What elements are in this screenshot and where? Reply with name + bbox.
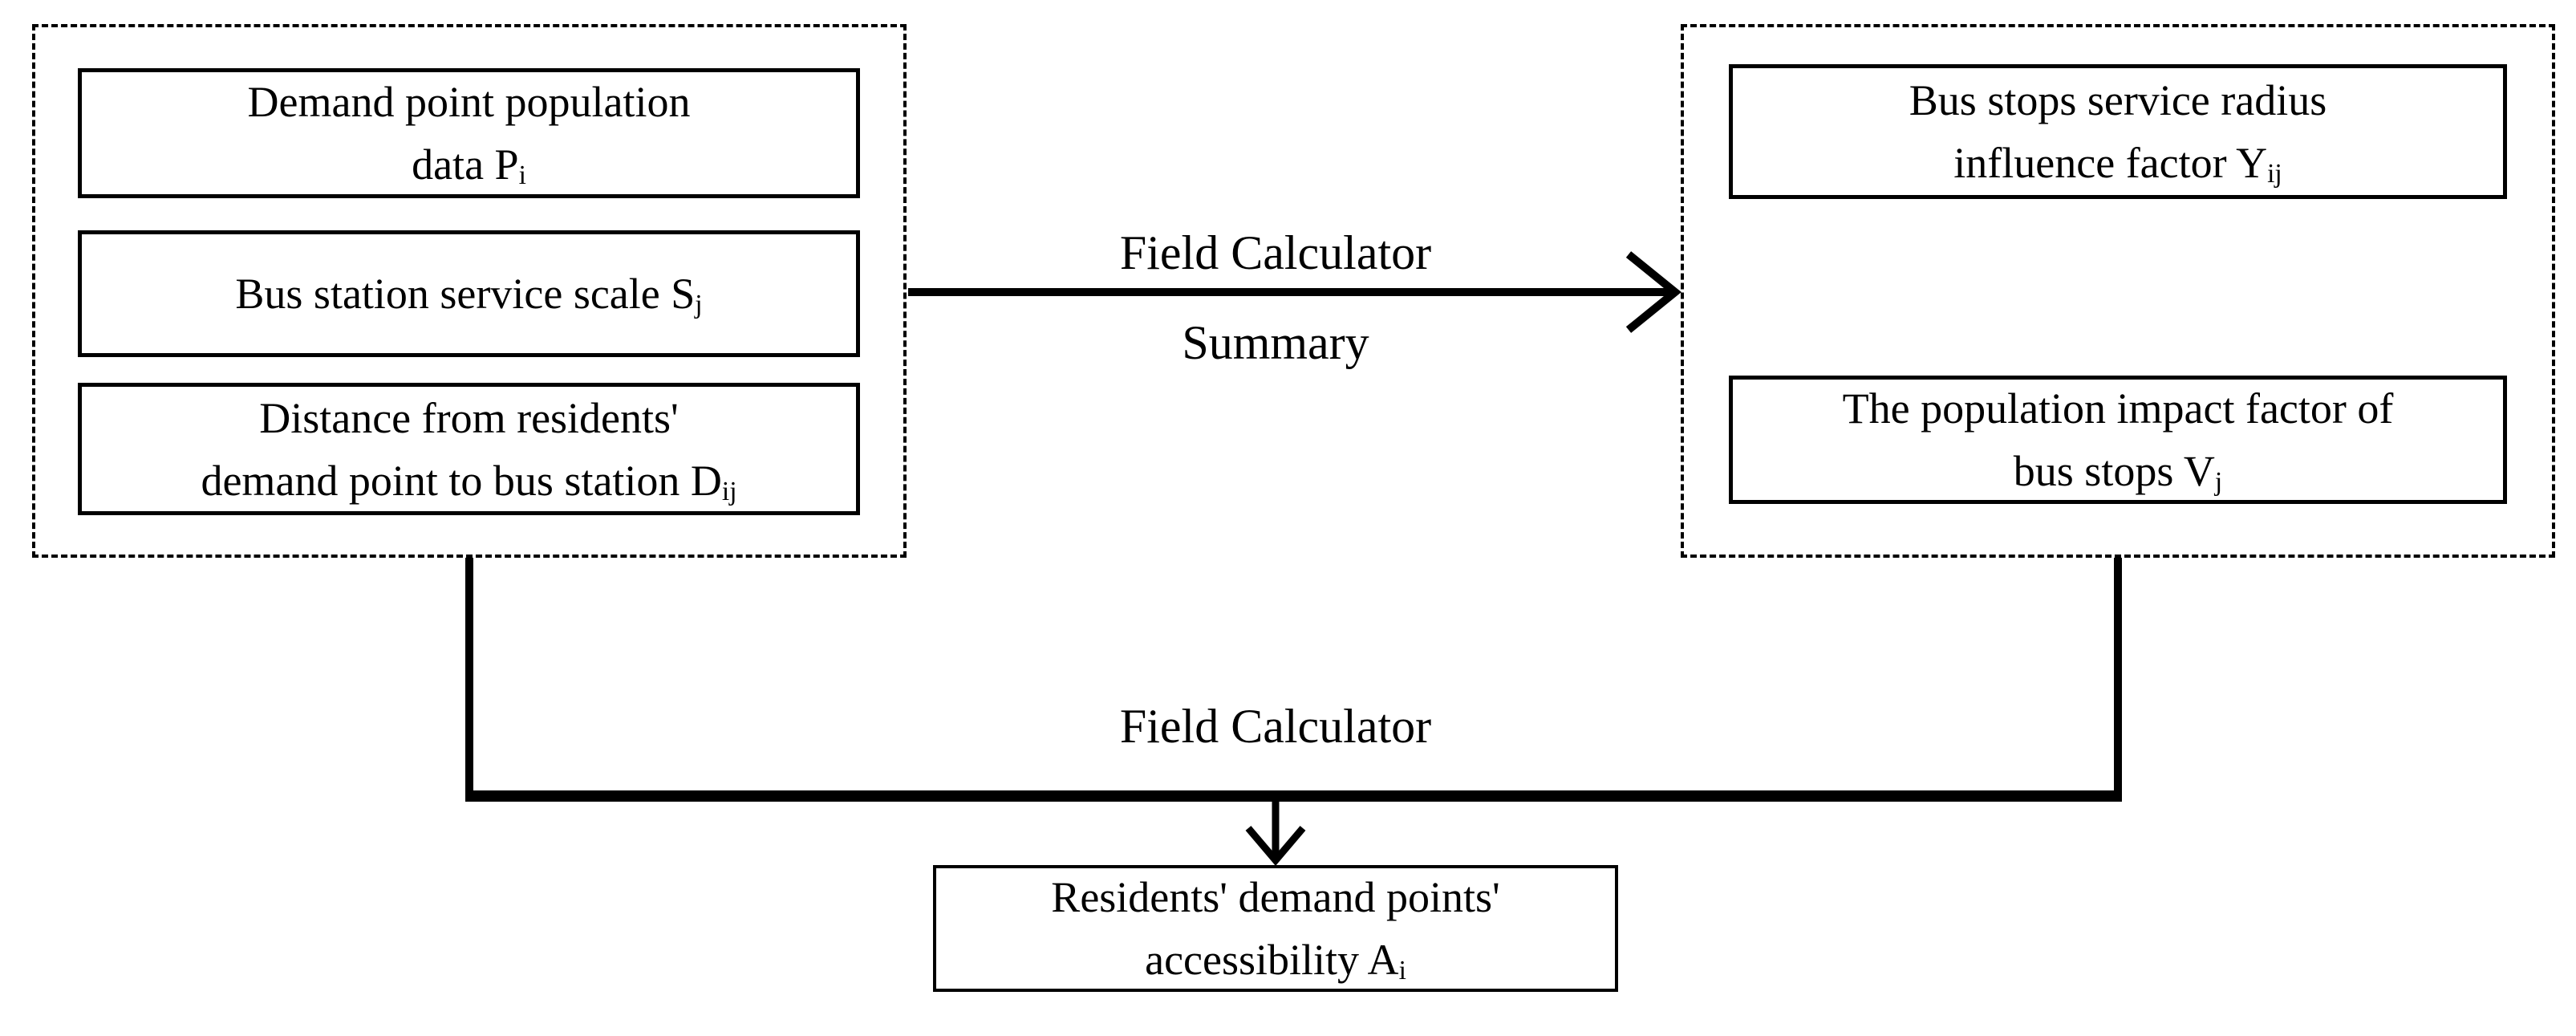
box-line: accessibility Ai xyxy=(1145,936,1406,986)
subscript: i xyxy=(518,160,526,191)
box-demand-point-population: Demand point population data Pi xyxy=(78,68,860,198)
summary-arrow-head-icon xyxy=(1625,251,1681,333)
subscript: j xyxy=(695,290,703,320)
box-residents-accessibility: Residents' demand points' accessibility … xyxy=(933,865,1618,992)
subscript: i xyxy=(1398,956,1406,986)
box-population-impact-factor: The population impact factor of bus stop… xyxy=(1729,376,2507,504)
box-line: Bus stops service radius xyxy=(1909,76,2327,124)
label-summary: Summary xyxy=(1182,316,1369,369)
box-line: Residents' demand points' xyxy=(1051,873,1500,921)
box-line: Demand point population xyxy=(247,78,691,126)
label-field-calculator-top: Field Calculator xyxy=(1119,226,1432,279)
label-field-calculator-bottom: Field Calculator xyxy=(1119,700,1432,753)
box-line: data Pi xyxy=(412,140,526,191)
box-line: influence factor Yij xyxy=(1953,139,2282,189)
box-distance-demand-to-station: Distance from residents' demand point to… xyxy=(78,383,860,515)
result-arrow-head-icon xyxy=(1245,826,1306,866)
box-line: demand point to bus station Dij xyxy=(201,456,737,506)
box-service-radius-influence-factor: Bus stops service radius influence facto… xyxy=(1729,64,2507,199)
box-bus-station-service-scale: Bus station service scale Sj xyxy=(78,230,860,357)
box-line: The population impact factor of xyxy=(1842,384,2394,433)
subscript: ij xyxy=(721,476,737,506)
input-data-group xyxy=(32,24,907,558)
box-line: Bus station service scale Sj xyxy=(235,270,703,320)
subscript: j xyxy=(2214,467,2223,498)
output-factors-group xyxy=(1681,24,2555,558)
subscript: ij xyxy=(2267,159,2282,189)
box-line: Distance from residents' xyxy=(259,393,679,442)
box-line: bus stops Vj xyxy=(2013,447,2223,498)
